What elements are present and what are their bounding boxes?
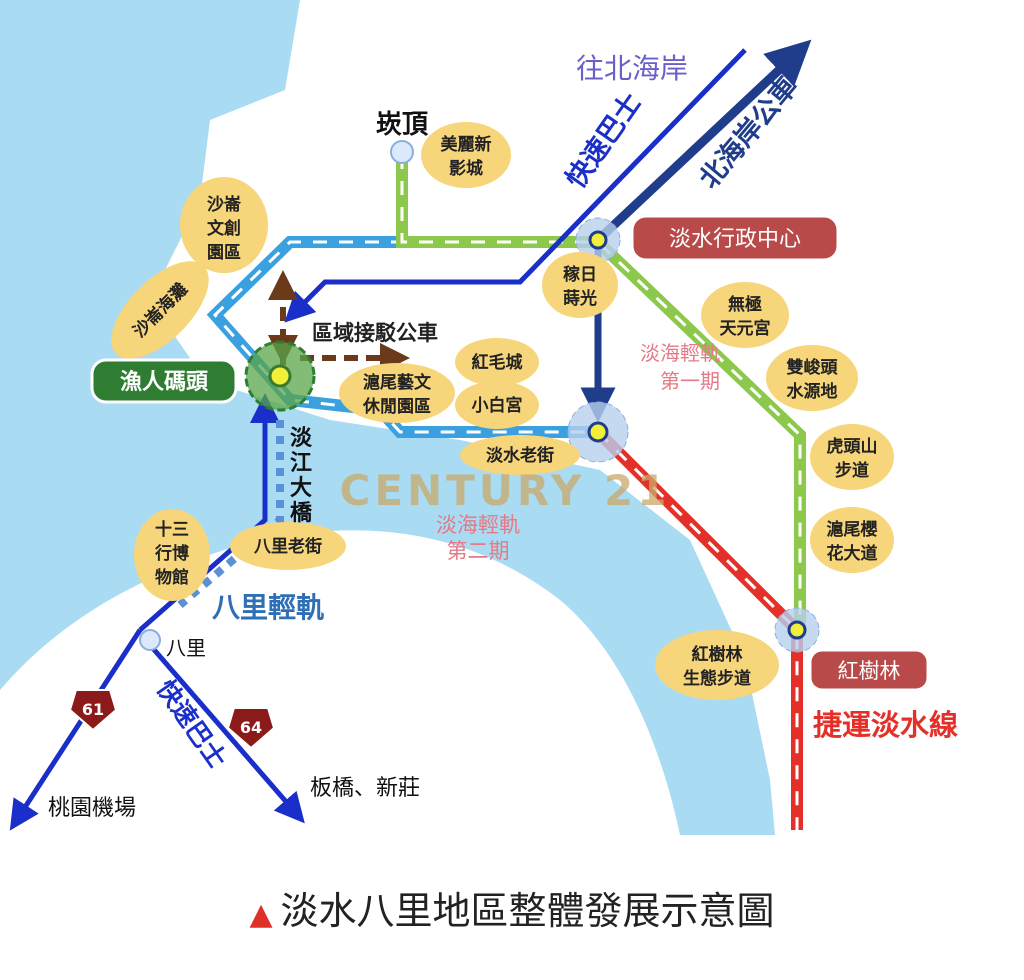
- hongshulin-badge[interactable]: 紅樹林: [808, 648, 930, 692]
- svg-text:水源地: 水源地: [787, 381, 838, 402]
- svg-text:美麗新: 美麗新: [441, 134, 492, 155]
- caption-text: 淡水八里地區整體發展示意圖: [280, 889, 775, 933]
- svg-text:天元宮: 天元宮: [720, 318, 771, 339]
- station-dot: [588, 230, 608, 250]
- shuttle-bus-label: 區域接駁公車: [312, 321, 438, 345]
- tamsui-admin-badge[interactable]: 淡水行政中心: [630, 214, 840, 262]
- svg-text:園區: 園區: [207, 243, 241, 263]
- svg-text:十三: 十三: [155, 519, 189, 540]
- svg-text:紅毛城: 紅毛城: [472, 352, 523, 373]
- kanding-station[interactable]: [390, 140, 414, 164]
- lrt-phase2-label: 淡海輕軌 第二期: [436, 513, 520, 563]
- svg-text:八里老街: 八里老街: [254, 536, 322, 557]
- poi-bali-oldstreet: 八里老街: [230, 522, 346, 570]
- banqiao-xinzhuang-label: 板橋、新莊: [310, 776, 420, 801]
- svg-text:虎頭山: 虎頭山: [827, 437, 878, 457]
- taoyuan-airport-label: 桃園機場: [48, 796, 136, 821]
- bali-lrt-label: 八里輕軌: [212, 591, 324, 624]
- svg-text:稼日: 稼日: [563, 264, 597, 285]
- bali-station[interactable]: [139, 629, 161, 651]
- svg-text:淡海輕軌: 淡海輕軌: [640, 341, 720, 365]
- map-caption: ▲淡水八里地區整體發展示意圖: [0, 880, 1024, 935]
- triangle-icon: ▲: [249, 897, 273, 932]
- mrt-tamsui-line-label: 捷運淡水線: [813, 708, 958, 742]
- svg-text:第二期: 第二期: [447, 539, 510, 563]
- tamsui-bridge-label: 淡 江 大 橋: [290, 426, 313, 526]
- svg-text:滬尾藝文: 滬尾藝文: [363, 372, 432, 393]
- svg-text:雙峻頭: 雙峻頭: [787, 357, 839, 378]
- svg-text:淡海輕軌: 淡海輕軌: [436, 513, 520, 537]
- svg-text:花大道: 花大道: [827, 543, 878, 564]
- poi-xiaobai: 小白宮: [455, 381, 539, 429]
- svg-text:紅樹林: 紅樹林: [838, 659, 901, 683]
- poi-oldstreet: 淡水老街: [460, 435, 580, 475]
- svg-text:滬尾櫻: 滬尾櫻: [827, 519, 878, 540]
- svg-text:生態步道: 生態步道: [683, 668, 751, 689]
- fishermans-wharf-badge[interactable]: 漁人碼頭: [90, 358, 238, 404]
- poi-hongmao: 紅毛城: [455, 338, 539, 386]
- svg-text:休閒園區: 休閒園區: [362, 396, 431, 417]
- svg-text:無極: 無極: [728, 294, 762, 315]
- svg-text:步道: 步道: [835, 460, 869, 481]
- svg-text:第一期: 第一期: [660, 369, 720, 393]
- svg-text:大: 大: [290, 476, 312, 501]
- svg-text:物館: 物館: [155, 567, 189, 588]
- svg-text:小白宮: 小白宮: [472, 395, 523, 416]
- svg-text:漁人碼頭: 漁人碼頭: [120, 369, 209, 395]
- svg-text:64: 64: [240, 718, 262, 737]
- svg-text:沙崙: 沙崙: [207, 194, 242, 215]
- svg-text:橋: 橋: [290, 501, 313, 526]
- svg-text:文創: 文創: [207, 218, 241, 239]
- svg-text:淡水行政中心: 淡水行政中心: [669, 227, 801, 252]
- route-61-shield: 61: [68, 689, 118, 732]
- century21-watermark: CENTURY 21: [340, 466, 671, 515]
- express-bus-label: 快速巴士: [560, 88, 647, 194]
- svg-text:淡: 淡: [290, 426, 313, 451]
- station-dot: [268, 364, 292, 388]
- svg-text:淡水老街: 淡水老街: [486, 445, 554, 466]
- lrt-phase1-label: 淡海輕軌 第一期: [640, 341, 720, 393]
- station-dot: [587, 421, 609, 443]
- kanding-label: 崁頂: [376, 110, 429, 140]
- svg-text:影城: 影城: [449, 159, 483, 179]
- svg-text:行博: 行博: [154, 543, 189, 564]
- bali-lrt-line: [177, 420, 284, 609]
- route-64-shield: 64: [226, 707, 276, 750]
- to-north-coast-label: 往北海岸: [576, 52, 688, 85]
- north-coast-bus-arrow: [594, 39, 812, 244]
- svg-text:蒔光: 蒔光: [563, 288, 597, 309]
- svg-text:61: 61: [82, 700, 104, 719]
- station-dot: [787, 620, 807, 640]
- svg-text:紅樹林: 紅樹林: [692, 644, 743, 665]
- bali-label: 八里: [166, 636, 206, 660]
- svg-text:江: 江: [290, 451, 312, 476]
